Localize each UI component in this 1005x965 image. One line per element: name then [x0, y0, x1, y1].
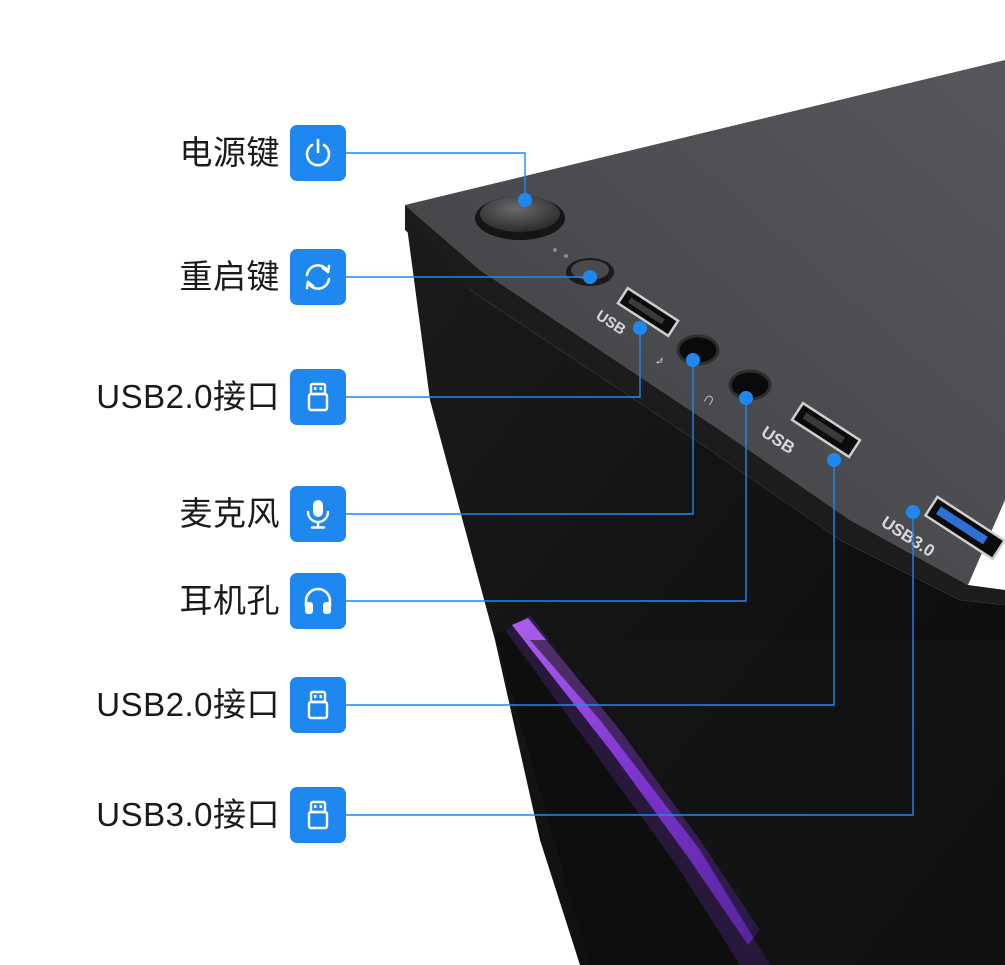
callout-dot — [739, 391, 753, 405]
callout-dot — [518, 193, 532, 207]
callout-dot — [827, 453, 841, 467]
callout-dot — [583, 270, 597, 284]
callout-line-headphone — [346, 398, 747, 602]
usb-port-right — [790, 401, 862, 459]
microphone-icon — [290, 486, 346, 542]
callout-label-mic: 麦克风 — [179, 495, 280, 532]
callout-line-usb-left — [346, 328, 641, 398]
callout-label-usb2-left: USB2.0接口 — [96, 378, 280, 415]
rgb-light-strip — [512, 618, 760, 945]
led-dot — [564, 254, 568, 258]
callout-dot — [633, 321, 647, 335]
callout-line-usb-right — [346, 460, 835, 706]
callout-dot — [906, 505, 920, 519]
refresh-icon — [290, 249, 346, 305]
callout-lines — [346, 152, 914, 816]
usb-port-left — [616, 286, 680, 338]
power-button-cap — [480, 196, 560, 232]
callout-line-mic — [346, 360, 694, 515]
headphone-icon — [290, 573, 346, 629]
callout-label-usb2-right: USB2.0接口 — [96, 686, 280, 723]
usb-icon — [290, 369, 346, 425]
power-icon — [290, 125, 346, 181]
callout-label-reset: 重启键 — [179, 258, 280, 295]
callout-line-power — [346, 152, 526, 200]
usb-icon — [290, 677, 346, 733]
callout-label-power: 电源键 — [179, 134, 280, 171]
callout-label-usb3: USB3.0接口 — [96, 796, 280, 833]
callout-dots — [518, 193, 920, 519]
led-dot — [553, 248, 557, 252]
callout-label-headphone: 耳机孔 — [179, 582, 280, 619]
usb3-port — [923, 495, 1005, 561]
callout-line-usb3 — [346, 512, 914, 816]
case-top-panel — [405, 60, 1005, 585]
callout-dot — [686, 353, 700, 367]
case-front-lower — [530, 640, 1005, 965]
rgb-glow-halo — [505, 615, 770, 965]
usb-icon — [290, 787, 346, 843]
